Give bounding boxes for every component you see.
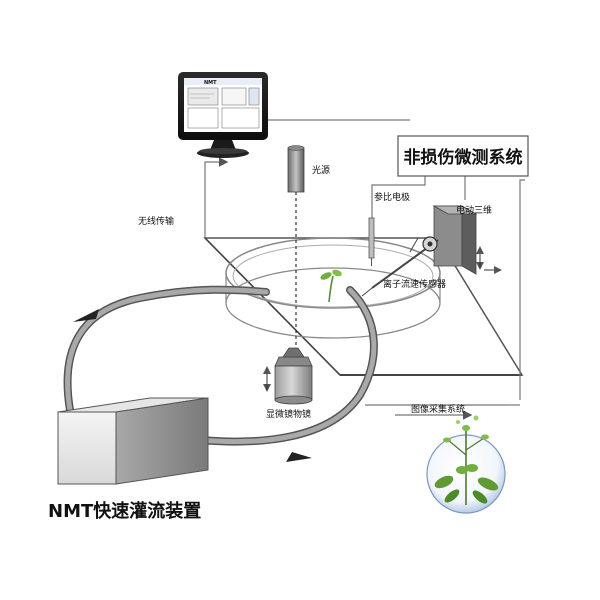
computer-monitor: NMT [178, 72, 268, 158]
reference-electrode [368, 217, 375, 266]
petri-dish [225, 237, 441, 339]
plant-magnified-view [426, 415, 506, 514]
motorized-manipulator [361, 205, 502, 297]
perfusion-device-label: NMT快速灌流装置 [48, 500, 201, 522]
reference-electrode-label: 参比电极 [374, 191, 410, 203]
perfusion-box [57, 397, 209, 485]
objective-label: 显微镜物镜 [266, 408, 311, 420]
outflow-arrow [286, 452, 312, 462]
ion-sensor-label: 离子流速传感器 [383, 278, 446, 290]
connection-lines [204, 119, 525, 420]
microscope-objective [263, 347, 313, 405]
motorized-3axis-label: 电动三维 [456, 204, 492, 216]
inflow-arrow [73, 309, 99, 322]
system-box: 非损伤微测系统 [397, 135, 529, 177]
seedling [320, 269, 342, 303]
image-capture-label: 图像采集系统 [411, 403, 465, 415]
light-source [287, 145, 305, 350]
flow-arrows [73, 309, 312, 462]
wireless-label: 无线传输 [138, 215, 174, 227]
perfusion-tubes [63, 285, 378, 446]
light-source-label: 光源 [312, 164, 330, 176]
monitor-brand-text: NMT [204, 80, 217, 86]
system-label: 非损伤微测系统 [404, 147, 523, 168]
